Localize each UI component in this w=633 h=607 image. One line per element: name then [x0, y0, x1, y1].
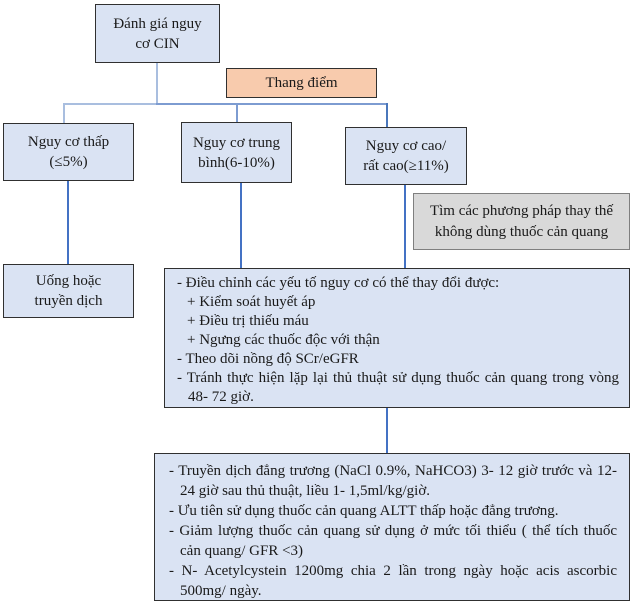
connector-high-to-adjust [404, 185, 406, 268]
connector-horizontal-left [63, 103, 157, 105]
connector-adjust-to-hydration [386, 408, 388, 453]
node-score-scale-label: Thang điểm [226, 68, 377, 98]
connector-low-to-oral [67, 181, 69, 264]
list-item: - Truyền dịch đẳng trương (NaCl 0.9%, Na… [169, 463, 617, 499]
connector-medium-to-adjust [240, 183, 242, 268]
list-item: - Ưu tiên sử dụng thuốc cản quang ALTT t… [169, 503, 559, 519]
list-item: - Tránh thực hiện lặp lại thủ thuật sử d… [177, 370, 619, 405]
list-item: - Điều chỉnh các yếu tố nguy cơ có thể t… [177, 275, 500, 291]
connector-drop-low-risk [63, 103, 65, 124]
node-cin-risk-assessment: Đánh giá nguy cơ CIN [95, 4, 220, 63]
list-item: - N- Acetylcystein 1200mg chia 2 lần tro… [169, 563, 617, 599]
list-item: - Theo dõi nồng độ SCr/eGFR [177, 351, 359, 367]
connector-drop-high-risk [386, 103, 388, 128]
connector-drop-medium-risk [236, 103, 238, 123]
connector-assessment-stem [156, 62, 158, 104]
node-risk-high: Nguy cơ cao/ rất cao(≥11%) [345, 127, 467, 185]
node-risk-medium: Nguy cơ trung bình(6-10%) [181, 122, 292, 183]
node-risk-low: Nguy cơ thấp (≤5%) [3, 123, 134, 181]
list-item: + Ngưng các thuốc độc với thận [187, 332, 380, 348]
node-hydration-protocol-list: - Truyền dịch đẳng trương (NaCl 0.9%, Na… [154, 453, 630, 601]
node-oral-or-iv-hydration: Uống hoặc truyền dịch [3, 264, 134, 318]
list-item: - Giảm lượng thuốc cản quang sử dụng ở m… [169, 523, 617, 559]
node-alternative-methods-note: Tìm các phương pháp thay thế không dùng … [413, 193, 630, 250]
list-item: + Điều trị thiếu máu [187, 313, 309, 329]
node-risk-factor-adjustment-list: - Điều chỉnh các yếu tố nguy cơ có thể t… [164, 268, 630, 408]
connector-horizontal-right [156, 103, 388, 105]
list-item: + Kiểm soát huyết áp [187, 294, 316, 310]
